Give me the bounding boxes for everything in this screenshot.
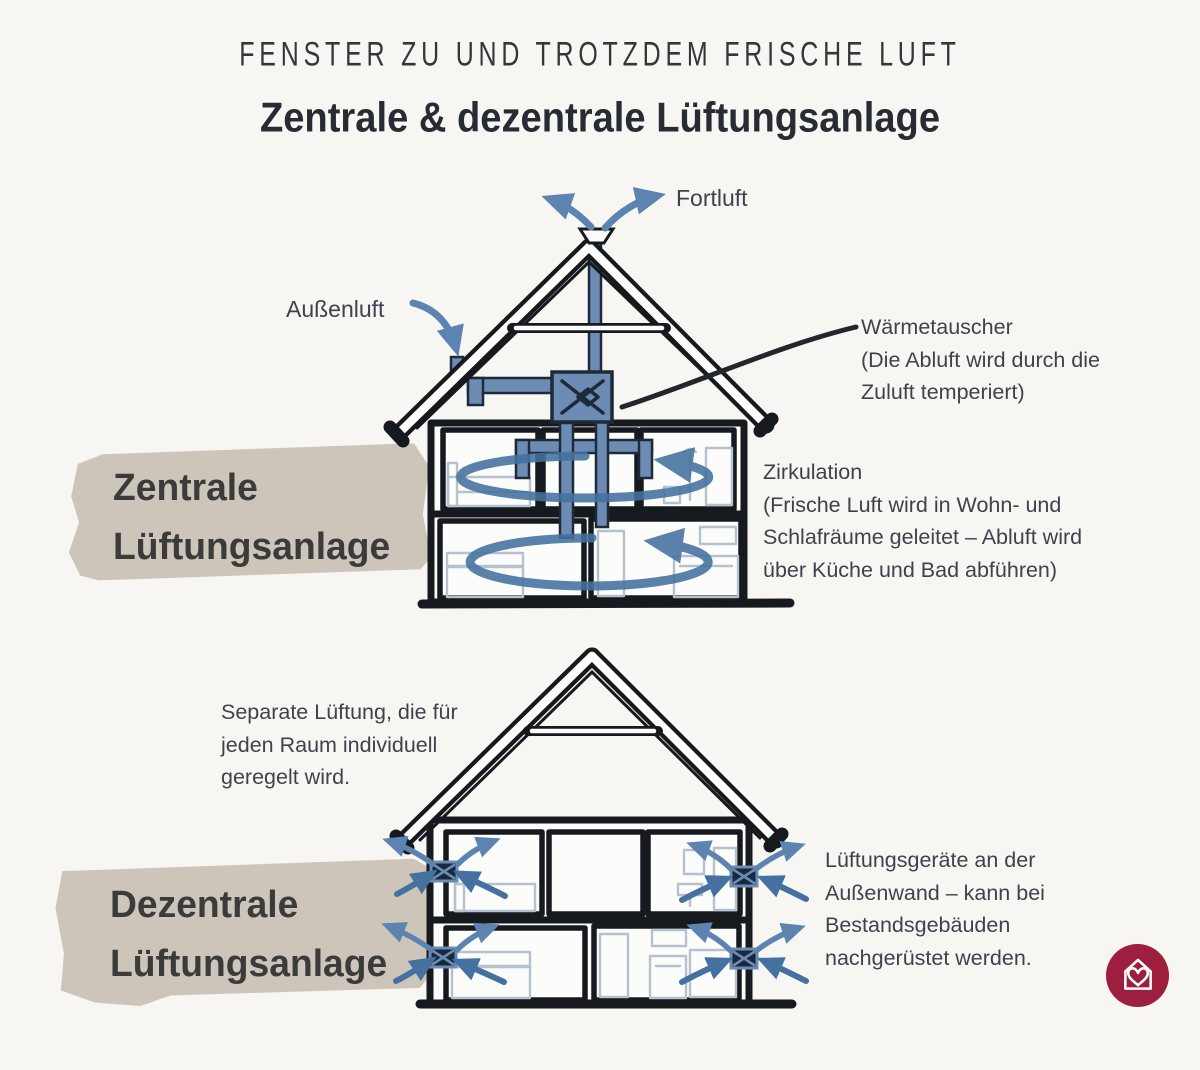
- airflow-arrows: [381, 835, 809, 985]
- aussenluft-arrow: [409, 299, 464, 357]
- waermetauscher-note: Wärmetauscher (Die Abluft wird durch die…: [861, 315, 1100, 404]
- eyebrow-heading: FENSTER ZU UND TROTZDEM FRISCHE LUFT: [239, 34, 961, 74]
- heat-exchanger: [550, 370, 614, 424]
- vent-unit-upper-right: [729, 865, 759, 888]
- rooms: [437, 427, 744, 601]
- page-title: Zentrale & dezentrale Lüftungsanlage: [259, 94, 941, 141]
- house-heart-logo: [1106, 944, 1169, 1007]
- zirkulation-note: Zirkulation (Frische Luft wird in Wohn- …: [763, 460, 1083, 582]
- central-house: [383, 187, 859, 609]
- fortluft-arrows: [541, 187, 666, 232]
- aussenluft-label: Außenluft: [286, 296, 385, 322]
- vent-unit-lower-right: [729, 947, 759, 970]
- circulation-arrows: [456, 447, 714, 591]
- central-system-label: Zentrale Lüftungsanlage: [113, 467, 391, 568]
- roof: [383, 238, 779, 448]
- decentral-system-label: Dezentrale Lüftungsanlage: [110, 884, 388, 985]
- roof: [389, 647, 789, 855]
- decentral-house: [381, 647, 809, 1009]
- fortluft-label: Fortluft: [676, 185, 748, 211]
- waermetauscher-pointer-line: [619, 324, 859, 410]
- separate-lueftung-note: Separate Lüftung, die für jeden Raum ind…: [221, 700, 458, 789]
- house-heart-icon: [1123, 958, 1152, 990]
- lueftungsgeraete-note: Lüftungsgeräte an der Außenwand – kann b…: [825, 848, 1045, 970]
